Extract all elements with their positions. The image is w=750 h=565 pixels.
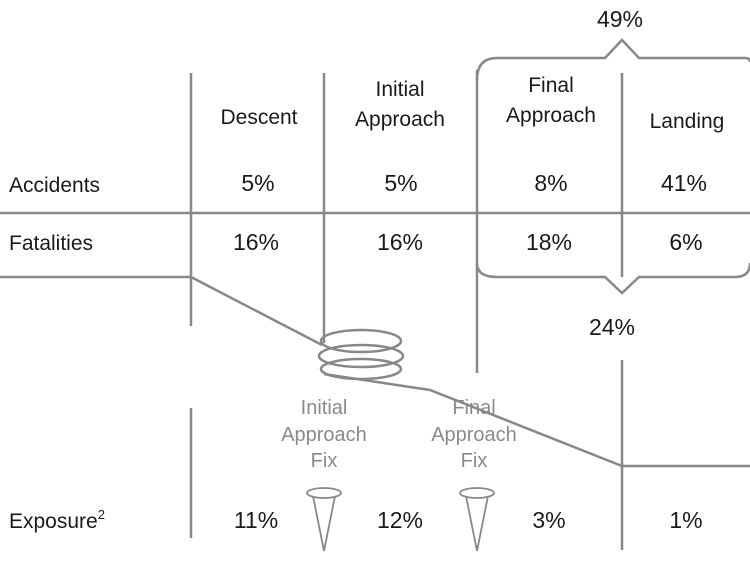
header-descent: Descent (220, 106, 297, 129)
exposure-row: Exposure2 11% 12% 3% 1% (9, 507, 703, 533)
accidents-initial-value: 5% (384, 170, 417, 196)
faf-line3: Fix (461, 450, 488, 472)
final-approach-fix-label: Final Approach Fix (431, 397, 517, 472)
exposure-descent-value: 11% (234, 507, 278, 533)
accidents-bracket (475, 38, 750, 81)
fatalities-bracket (475, 262, 750, 295)
accidents-label: Accidents (9, 174, 100, 197)
faf-line1: Final (452, 397, 495, 419)
fatalities-descent-value: 16% (233, 229, 279, 255)
accidents-descent-value: 5% (241, 170, 274, 196)
glide-path-continuation (323, 372, 750, 468)
exposure-landing-value: 1% (669, 507, 702, 533)
glide-path-line (0, 275, 323, 347)
iaf-line2: Approach (281, 424, 367, 446)
iaf-line1: Initial (301, 397, 348, 419)
fatalities-total-label: 24% (589, 314, 635, 340)
header-initial-approach-line2: Approach (355, 108, 445, 131)
header-initial-approach-line1: Initial (375, 78, 424, 101)
fatalities-initial-value: 16% (377, 229, 423, 255)
column-headers: Descent Initial Approach Final Approach … (220, 74, 724, 133)
exposure-label: Exposure2 (9, 507, 105, 533)
fatalities-landing-value: 6% (669, 229, 702, 255)
header-final-approach-line2: Approach (506, 104, 596, 127)
header-landing: Landing (650, 110, 725, 133)
accidents-landing-value: 41% (661, 170, 707, 196)
header-final-approach-line1: Final (528, 74, 574, 97)
fatalities-label: Fatalities (9, 232, 93, 255)
accidents-final-value: 8% (534, 170, 567, 196)
iaf-line3: Fix (311, 450, 338, 472)
column-dividers (189, 70, 624, 550)
faf-line2: Approach (431, 424, 517, 446)
fatalities-row: Fatalities 16% 16% 18% 6% (9, 229, 703, 255)
accidents-row: Accidents 5% 5% 8% 41% (9, 170, 707, 197)
initial-approach-fix-pin-icon (306, 487, 342, 552)
accidents-total-label: 49% (597, 6, 643, 32)
exposure-label-text: Exposure (9, 510, 98, 533)
exposure-footnote-superscript: 2 (98, 507, 105, 522)
exposure-initial-value: 12% (377, 507, 423, 533)
exposure-final-value: 3% (532, 507, 565, 533)
final-approach-fix-pin-icon (459, 487, 495, 552)
initial-approach-fix-label: Initial Approach Fix (281, 397, 367, 472)
holding-pattern-icon (317, 328, 405, 381)
fatalities-final-value: 18% (526, 229, 572, 255)
